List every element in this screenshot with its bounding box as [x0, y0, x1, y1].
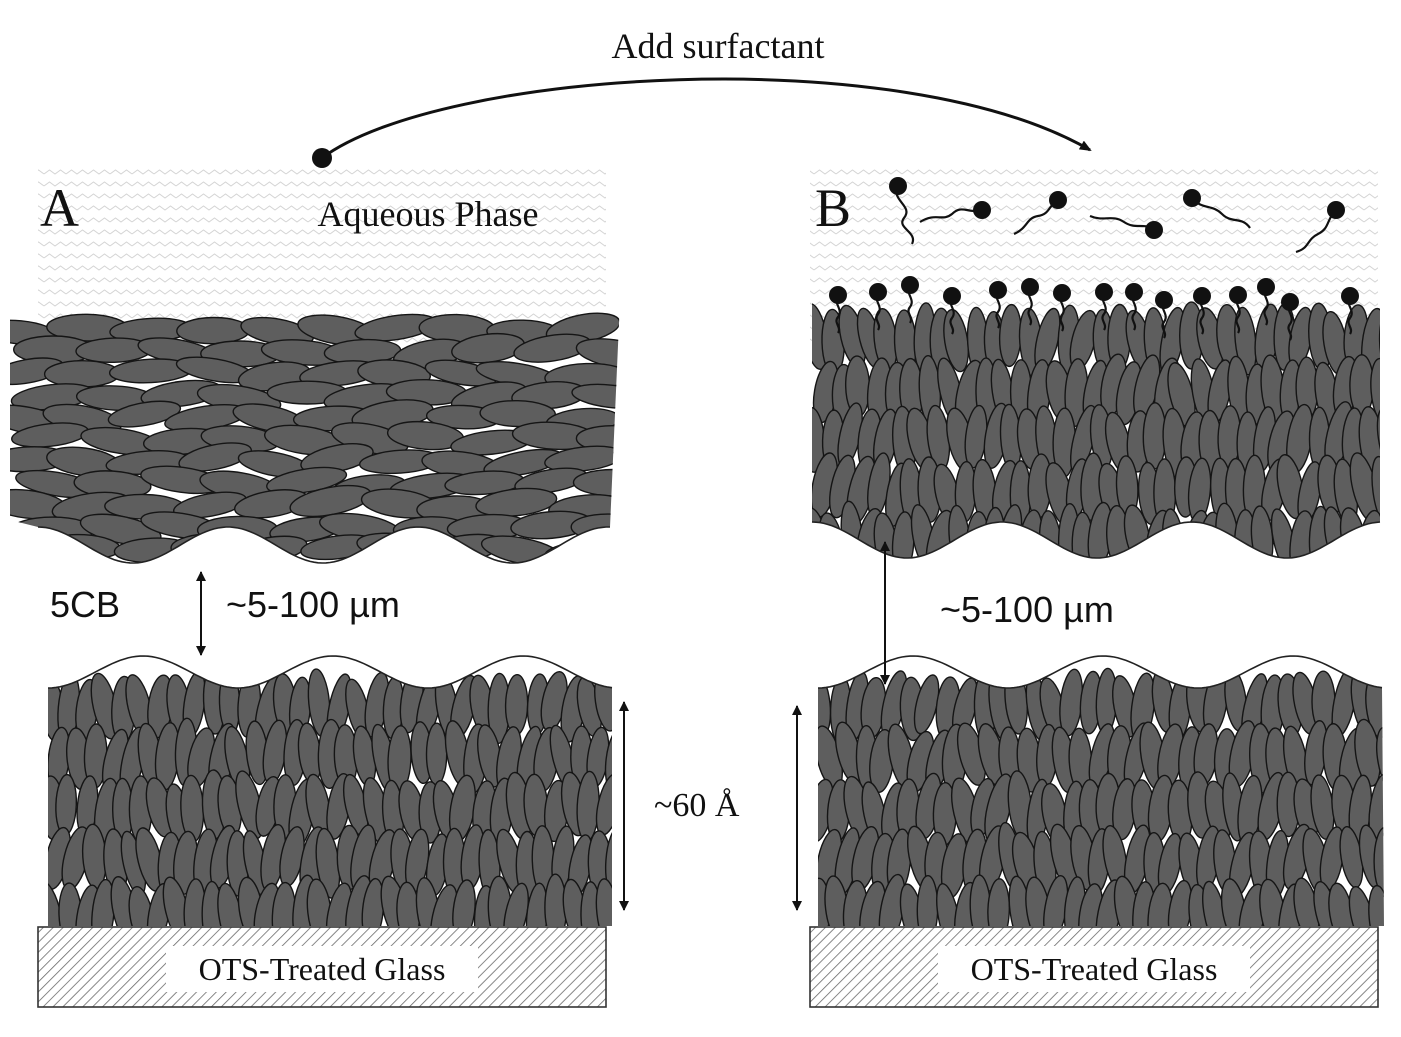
lc-molecule [570, 513, 620, 543]
arrow-start-dot [312, 148, 332, 168]
lc-layer-b-bottom [818, 666, 1384, 926]
substrate-label-a: OTS-Treated Glass [199, 951, 446, 987]
adsorbed-surfactant [1155, 291, 1173, 339]
lc-molecule [178, 442, 253, 472]
free-surfactants [889, 177, 1345, 254]
panel-b-letter: B [815, 178, 851, 238]
interface-wave-b-top [811, 521, 1381, 559]
interface-wave-a-top [37, 526, 610, 564]
glass-substrate-b: OTS-Treated Glass [809, 926, 1379, 1008]
adsorbed-surfactant [1053, 284, 1071, 332]
lc-molecule [544, 540, 618, 563]
adsorbed-surfactant [1095, 283, 1113, 331]
lc-layer-a-bottom [48, 667, 612, 926]
lc-molecule [266, 466, 348, 495]
surfactant-molecule [889, 177, 915, 245]
surfactant-molecule [1295, 201, 1345, 254]
lc-molecule [1379, 508, 1380, 558]
thickness-label-a: ~5-100 µm [226, 584, 400, 625]
lc-molecule [1368, 884, 1384, 926]
lc-molecule [1376, 406, 1380, 477]
lc-molecule [604, 826, 612, 896]
lc-layer-b-top [812, 301, 1380, 558]
thickness-label-b: ~5-100 µm [940, 589, 1114, 630]
lc-molecule [572, 468, 620, 497]
surfactant-molecule [1089, 214, 1163, 239]
lc-5cb-label: 5CB [50, 584, 120, 625]
lc-molecule [1371, 455, 1380, 527]
lc-molecule [1373, 826, 1384, 898]
adsorbed-surfactant [1281, 293, 1299, 341]
adsorbed-surfactant [1229, 286, 1247, 334]
lc-molecule [571, 383, 620, 409]
adsorbed-surfactant [1341, 287, 1359, 335]
lc-molecule [43, 359, 121, 388]
lc-molecule [504, 674, 529, 736]
adsorbed-surfactant [1257, 278, 1275, 326]
surfactant-molecule [1183, 189, 1251, 229]
panel-a-letter: A [40, 178, 79, 238]
lc-molecule [1370, 357, 1380, 424]
lc-molecule [10, 536, 64, 563]
aqueous-phase-label: Aqueous Phase [318, 194, 539, 234]
interface-wave-a-bottom [47, 655, 613, 689]
substrate-label-b: OTS-Treated Glass [971, 951, 1218, 987]
lc-molecule [595, 878, 612, 926]
lc-molecule [107, 400, 182, 428]
adsorbed-surfactant [1193, 287, 1211, 335]
adsorbed-surfactant [829, 286, 847, 334]
add-surfactant-arrow [321, 77, 1092, 160]
adsorbed-surfactant [989, 281, 1007, 329]
lc-molecule [230, 535, 308, 563]
layer-thickness-label: ~60 Å [654, 787, 740, 824]
lc-molecule [544, 445, 620, 473]
surfactant-molecule [919, 201, 991, 223]
add-surfactant-label: Add surfactant [612, 26, 825, 66]
adsorbed-surfactant [901, 276, 919, 324]
adsorbed-surfactant [869, 283, 887, 331]
glass-substrate-a: OTS-Treated Glass [37, 926, 607, 1008]
lc-molecule [1378, 306, 1380, 375]
adsorbed-surfactants [829, 276, 1359, 341]
adsorbed-surfactant [1125, 283, 1143, 331]
adsorbed-surfactant [1021, 278, 1039, 326]
interface-wave-b-bottom [817, 655, 1383, 689]
lc-molecule [1358, 509, 1380, 558]
lc-molecule [1161, 508, 1186, 558]
lc-layer-a-top [10, 312, 620, 563]
surfactant-molecule [1013, 191, 1067, 236]
lc-molecule [425, 722, 448, 786]
lc-molecule [475, 487, 558, 517]
adsorbed-surfactant [943, 287, 961, 335]
lc-molecule [176, 316, 251, 345]
